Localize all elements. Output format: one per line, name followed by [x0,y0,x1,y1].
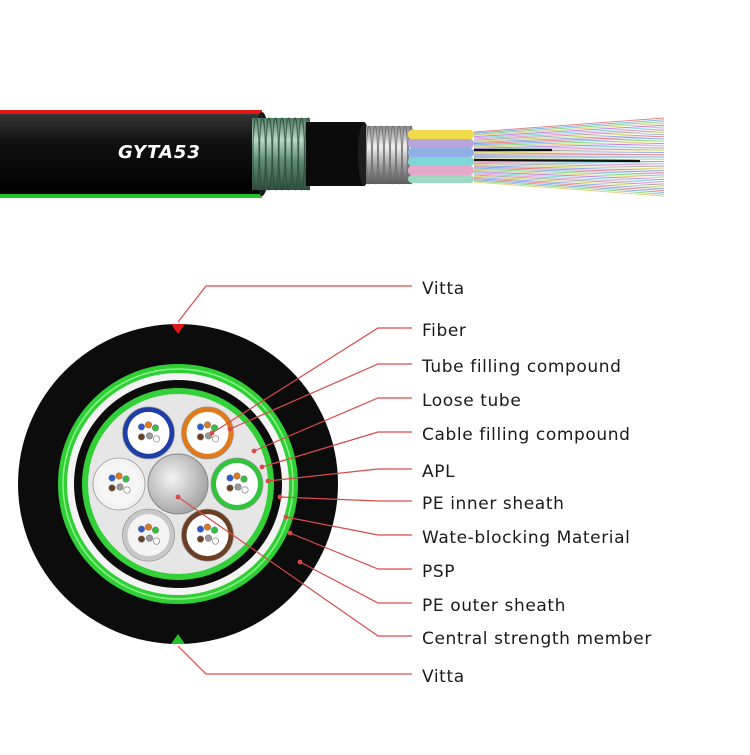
label-cable-filling-compound: Cable filling compound [422,425,631,445]
label-list: Vitta Fiber Tube filling compound Loose … [421,279,652,687]
fiber-core [123,476,129,482]
fiber-strand [474,154,664,155]
label-loose-tube: Loose tube [422,391,521,411]
fiber-core [153,436,159,442]
fiber-core [197,424,203,430]
fiber-dark-strand [474,160,640,161]
fiber-core [124,487,130,493]
fiber-core [109,485,115,491]
leader-loose-tube-dot [252,449,257,454]
fiber-core [205,535,211,541]
leader-vitta-bottom [178,646,412,674]
cable-model-label: GYTA53 [118,142,201,163]
label-vitta-top: Vitta [422,279,465,299]
fiber-core [197,434,203,440]
fiber-core [204,524,210,530]
leader-tube-filling-compound-dot [228,427,233,432]
fiber-core [152,425,158,431]
fiber-core [235,484,241,490]
loose-tube-cyan [408,157,474,166]
leader-pe-inner-sheath-dot [278,495,283,500]
leader-vitta-top [178,286,412,322]
label-vitta-bottom: Vitta [422,667,465,687]
loose-tube-blue [408,148,474,157]
fiber-core [138,434,144,440]
fiber-core [138,526,144,532]
fiber-core [138,424,144,430]
leader-pe-outer-sheath [300,562,412,603]
fiber-core [116,473,122,479]
fiber-core [212,436,218,442]
fiber-core [212,538,218,544]
loose-tube-green [211,458,263,510]
fiber-core [204,422,210,428]
loose-tube-blue [123,407,175,459]
label-fiber: Fiber [422,321,467,341]
leader-central-strength-member-dot [176,495,181,500]
inner-sheath-side [306,122,364,186]
cable-cross-section [18,324,338,644]
vitta-red-stripe [0,110,262,114]
cable-side-view: GYTA53 [0,110,664,198]
corrugated-armor-side [252,118,311,190]
fiber-core [241,476,247,482]
leader-cable-filling-compound-dot [260,465,265,470]
fiber-core [234,473,240,479]
vitta-green-stripe [0,194,262,198]
fiber-core [227,475,233,481]
fiber-core [242,487,248,493]
fiber-core [146,433,152,439]
loose-tubes-side [408,130,474,183]
loose-tube-yellow [408,130,474,139]
label-water-blocking-material: Wate-blocking Material [422,528,630,548]
loose-tube-pink [408,166,474,175]
fiber-core [211,527,217,533]
fiber-core [197,536,203,542]
label-pe-outer-sheath: PE outer sheath [422,596,566,616]
steel-tape-side [366,126,414,184]
label-psp: PSP [422,562,455,582]
fiber-core [152,527,158,533]
loose-tube-grey [123,509,175,561]
label-apl: APL [422,462,455,482]
fiber-core [197,526,203,532]
leader-pe-outer-sheath-dot [298,560,303,565]
fiber-core [153,538,159,544]
central-strength-member [148,454,208,514]
fiber-core [117,484,123,490]
leader-psp-dot [288,531,293,536]
fibers-fan [474,118,664,196]
fiber-core [145,422,151,428]
fiber-core [227,485,233,491]
fiber-core [109,475,115,481]
label-central-strength-member: Central strength member [422,629,652,649]
leader-apl-dot [266,479,271,484]
loose-tube-teal [408,175,474,183]
label-tube-filling-compound: Tube filling compound [421,357,622,377]
loose-tube-orange [182,407,234,459]
loose-tube-violet [408,139,474,148]
fiber-core [146,535,152,541]
label-pe-inner-sheath: PE inner sheath [422,494,564,514]
loose-tube-white [93,458,145,510]
leader-water-blocking-material-dot [284,515,289,520]
fiber-core [138,536,144,542]
leader-fiber-dot [210,431,215,436]
fiber-core [145,524,151,530]
